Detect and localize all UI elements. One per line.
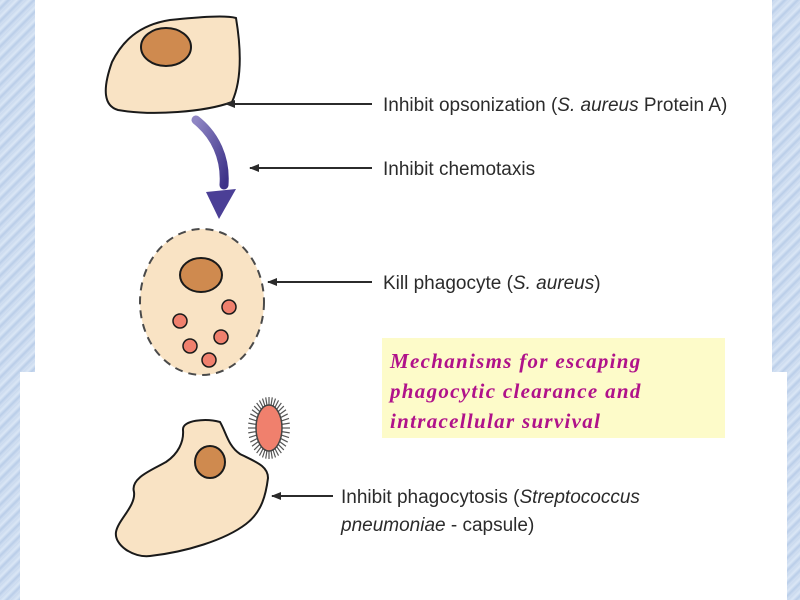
killed-phagocyte-cell: [139, 228, 265, 376]
label-inhibit-phagocytosis-line2: pneumoniae - capsule): [340, 515, 534, 536]
phagocyte-cell-3: [114, 419, 270, 558]
label-inhibit-phagocytosis-line1: Inhibit phagocytosis (Streptococcus: [341, 487, 640, 508]
caption-line-1: Mechanisms for escaping: [390, 349, 642, 373]
nucleus-2: [179, 257, 223, 293]
granules: [172, 299, 237, 368]
encapsulated-bacterium: [248, 397, 290, 459]
chemotaxis-arrow: [191, 115, 236, 219]
label-inhibit-opsonization: Inhibit opsonization (S. aureus Protein …: [383, 95, 727, 116]
caption-line-2: phagocytic clearance and: [390, 379, 642, 403]
nucleus-3: [194, 445, 226, 479]
nucleus-1: [140, 27, 192, 67]
caption-box: Mechanisms for escaping phagocytic clear…: [382, 338, 725, 438]
phagocyte-cell-1: [104, 15, 241, 114]
label-kill-phagocyte: Kill phagocyte (S. aureus): [383, 273, 601, 294]
label-inhibit-chemotaxis: Inhibit chemotaxis: [383, 159, 535, 180]
caption-line-3: intracellular survival: [390, 409, 602, 433]
